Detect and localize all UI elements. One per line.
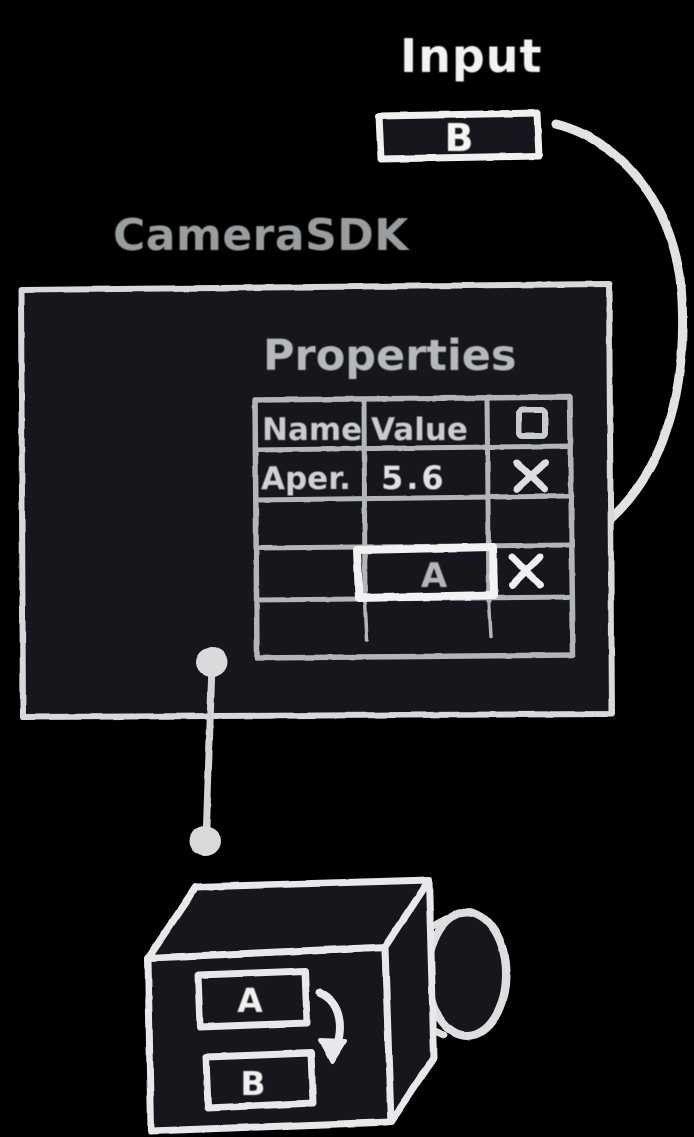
connector-panel-to-camera	[189, 647, 228, 856]
camera-slot-b-label: B	[240, 1064, 265, 1103]
cell-value-row-1: 5.6	[381, 459, 447, 497]
table-row-divider-1	[253, 443, 574, 453]
connector-line	[202, 661, 216, 845]
camera-lens	[424, 908, 510, 1040]
cell-highlight-border	[353, 543, 498, 602]
close-icon-row-1[interactable]	[513, 459, 549, 493]
table-outline	[252, 394, 576, 661]
input-value-box[interactable]	[375, 109, 543, 163]
square-icon[interactable]	[516, 407, 548, 439]
table-row-divider-2	[254, 493, 575, 503]
cell-name-row-1: Aper.	[261, 461, 351, 497]
table-row-4-empty[interactable]	[258, 601, 571, 653]
camera-slot-a-label: A	[237, 981, 263, 1020]
swap-arrow-icon	[316, 989, 347, 1064]
cell-value-row-3: A	[421, 556, 448, 596]
properties-heading: Properties	[263, 331, 516, 381]
table-col-divider-1-stub	[363, 599, 369, 642]
table-row-2-empty[interactable]	[258, 501, 571, 546]
camera-slot-a[interactable]	[194, 967, 311, 1031]
input-label-group: Input	[400, 29, 543, 83]
camerasdk-title: CameraSDK	[113, 210, 410, 261]
table-col-divider-1	[361, 398, 368, 604]
input-value-text: B	[445, 116, 474, 160]
connector-endpoint-bottom[interactable]	[189, 826, 221, 856]
input-box-inner	[387, 118, 531, 155]
camera-slot-b[interactable]	[202, 1049, 317, 1112]
table-col-divider-2	[484, 396, 492, 604]
camera-side-face	[381, 876, 438, 1126]
column-header-name: Name	[262, 412, 362, 448]
input-label: Input	[400, 29, 543, 83]
table-col-divider-2-stub	[487, 599, 493, 639]
close-icon-row-3[interactable]	[508, 553, 544, 589]
column-header-value: Value	[371, 412, 468, 448]
properties-cell-value-a[interactable]	[353, 543, 498, 602]
camera-device[interactable]: A B	[144, 876, 510, 1135]
connector-endpoint-top[interactable]	[196, 647, 228, 677]
